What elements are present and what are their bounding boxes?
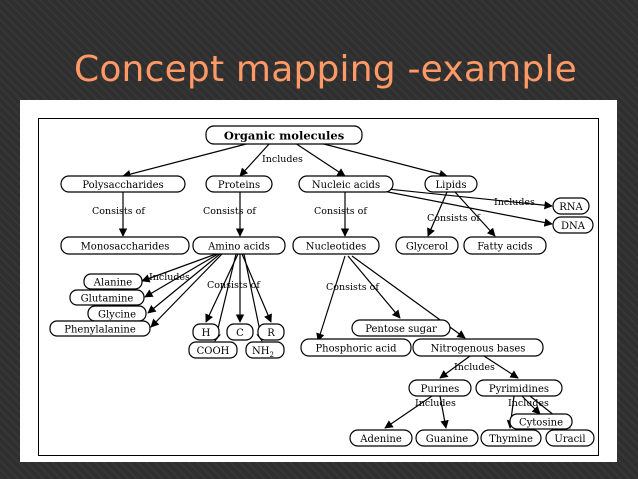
edge-bases-purines [439, 355, 471, 379]
node-amino-acids: Amino acids [192, 236, 286, 255]
node-glutamine: Glutamine [69, 289, 145, 306]
node-nitrogenous-bases: Nitrogenous bases [412, 338, 544, 357]
svg-text:Nucleic acids: Nucleic acids [312, 180, 380, 191]
edge-root-polysaccharides [122, 142, 251, 179]
svg-text:Glycerol: Glycerol [406, 242, 448, 253]
link-label-consists-amino: Consists of [207, 280, 261, 291]
svg-text:Fatty acids: Fatty acids [477, 242, 532, 253]
link-label-consists-polysaccharides: Consists of [92, 206, 146, 217]
slide-title: Concept mapping -example [74, 49, 578, 90]
node-r: R [257, 323, 285, 341]
svg-text:Glutamine: Glutamine [81, 294, 134, 305]
node-c: C [226, 323, 254, 341]
node-fatty-acids: Fatty acids [463, 236, 547, 255]
svg-text:Adenine: Adenine [359, 434, 402, 445]
svg-text:Lipids: Lipids [436, 180, 467, 191]
node-nucleic-acids: Nucleic acids [298, 175, 394, 193]
node-h: H [192, 323, 220, 341]
link-label-consists-nucleic: Consists of [314, 206, 368, 217]
node-dna: DNA [552, 216, 594, 234]
edge-lipids-glycerol [427, 191, 448, 237]
edge-root-proteins [239, 142, 271, 177]
link-label-consists-lipids: Consists of [427, 213, 481, 224]
edge-pyrimidines-cytosine [521, 395, 541, 415]
svg-text:Nucleotides: Nucleotides [306, 242, 367, 253]
diagram-frame [38, 118, 599, 456]
node-pentose-sugar: Pentose sugar [351, 319, 451, 337]
svg-text:Amino acids: Amino acids [207, 242, 270, 253]
node-organic-molecules: Organic molecules [205, 125, 363, 145]
node-guanine: Guanine [415, 429, 479, 447]
edge-root-lipids [319, 142, 448, 179]
edge-bases-pyrimidines [483, 355, 519, 379]
edge-lipids-fatty-acids [454, 191, 496, 237]
concept-map-nodes: Organic molecules Polysaccharides Protei… [49, 125, 595, 447]
svg-text:Glycine: Glycine [98, 310, 136, 321]
link-label-includes-amino: Includes [149, 272, 190, 283]
link-label-includes-purines: Includes [415, 398, 456, 409]
svg-text:Organic molecules: Organic molecules [224, 129, 344, 143]
edge-amino-acids-glycine [147, 253, 221, 314]
svg-text:C: C [236, 328, 244, 339]
svg-text:Pentose sugar: Pentose sugar [365, 324, 437, 335]
link-label-consists-proteins: Consists of [203, 206, 257, 217]
node-alanine: Alanine [83, 273, 143, 290]
node-pyrimidines: Pyrimidines [475, 379, 563, 397]
link-label-includes-root: Includes [262, 154, 303, 165]
svg-text:R: R [267, 328, 275, 339]
node-nucleotides: Nucleotides [292, 236, 380, 255]
node-polysaccharides: Polysaccharides [60, 175, 186, 193]
edge-nucleic-acids-rna [377, 187, 553, 210]
svg-text:Phenylalanine: Phenylalanine [64, 325, 136, 336]
svg-text:DNA: DNA [561, 221, 586, 232]
link-label-includes-pyrimidines: Includes [508, 398, 549, 409]
svg-text:Cytosine: Cytosine [519, 418, 563, 429]
node-cooh: COOH [188, 341, 238, 359]
edge-nucleic-acids-dna [377, 189, 553, 227]
svg-text:Phosphoric acid: Phosphoric acid [315, 344, 397, 355]
svg-text:RNA: RNA [559, 202, 583, 213]
svg-text:Thymine: Thymine [489, 434, 533, 445]
edge-nucleotides-phosphoric-acid [316, 255, 346, 342]
edge-purines-guanine [439, 395, 449, 429]
link-label-consists-nucleotides: Consists of [326, 282, 380, 293]
node-adenine: Adenine [349, 429, 413, 447]
edge-amino-acids-cooh [212, 253, 237, 342]
node-thymine: Thymine [480, 429, 542, 447]
edge-purines-adenine [384, 395, 433, 429]
edge-amino-acids-glutamine [144, 253, 219, 298]
node-phenylalanine: Phenylalanine [49, 320, 151, 337]
concept-map-link-labels: Includes Consists of Consists of Consist… [92, 154, 549, 409]
svg-text:Polysaccharides: Polysaccharides [82, 180, 163, 191]
edge-root-nucleic-acids [294, 142, 346, 177]
svg-text:Purines: Purines [421, 384, 460, 395]
svg-text:NH2: NH2 [252, 346, 274, 359]
svg-text:Guanine: Guanine [426, 434, 468, 445]
node-proteins: Proteins [205, 175, 273, 193]
node-cytosine: Cytosine [509, 413, 573, 430]
svg-text:Nitrogenous bases: Nitrogenous bases [431, 344, 526, 355]
svg-text:Proteins: Proteins [218, 180, 260, 191]
node-glycerol: Glycerol [395, 236, 459, 255]
node-rna: RNA [552, 197, 590, 215]
edge-amino-acids-alanine [141, 253, 217, 283]
node-uracil: Uracil [545, 429, 595, 447]
svg-text:Monosaccharides: Monosaccharides [81, 242, 170, 253]
node-nh2: NH2 [245, 341, 285, 359]
edge-nucleotides-pentose-sugar [347, 255, 401, 319]
svg-text:COOH: COOH [197, 346, 230, 357]
node-lipids: Lipids [424, 175, 478, 193]
node-glycine: Glycine [87, 305, 147, 322]
node-monosaccharides: Monosaccharides [60, 236, 190, 255]
svg-text:H: H [202, 328, 211, 339]
link-label-includes-lipids: Includes [494, 197, 535, 208]
svg-text:Alanine: Alanine [93, 278, 132, 289]
node-phosphoric-acid: Phosphoric acid [300, 338, 412, 357]
svg-text:Uracil: Uracil [554, 434, 585, 445]
link-label-includes-bases: Includes [454, 362, 495, 373]
edge-amino-acids-phenylalanine [150, 253, 223, 328]
svg-text:Pyrimidines: Pyrimidines [489, 384, 549, 395]
node-purines: Purines [408, 379, 472, 397]
